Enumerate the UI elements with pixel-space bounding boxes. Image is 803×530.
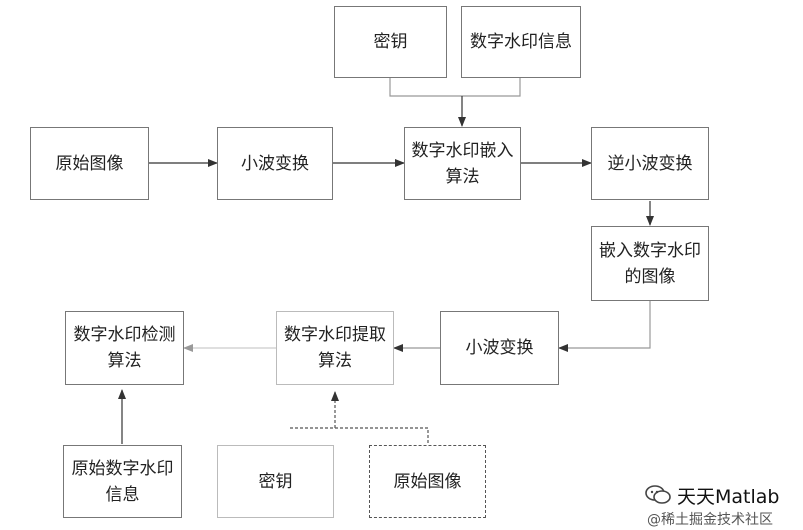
connector-key-merge bbox=[389, 78, 521, 97]
original-image-bottom-box: 原始图像 bbox=[369, 445, 486, 518]
chat-bubble-icon bbox=[645, 485, 671, 504]
embed-algorithm-box: 数字水印嵌入 算法 bbox=[404, 127, 521, 200]
watermark-info-box: 数字水印信息 bbox=[461, 6, 581, 78]
key-bottom-box: 密钥 bbox=[217, 445, 334, 518]
wavelet-transform-bottom-box: 小波变换 bbox=[440, 311, 559, 385]
source-watermark: 天天Matlab @稀土掘金技术社区 bbox=[645, 482, 803, 530]
key-top-box: 密钥 bbox=[334, 6, 447, 78]
watermarked-image-box: 嵌入数字水印 的图像 bbox=[591, 226, 709, 301]
original-image-box: 原始图像 bbox=[30, 127, 149, 200]
connector-bottom-merge bbox=[290, 427, 429, 445]
original-watermark-info-box: 原始数字水印 信息 bbox=[63, 445, 182, 518]
inverse-wavelet-box: 逆小波变换 bbox=[591, 127, 709, 200]
wavelet-transform-top-box: 小波变换 bbox=[217, 127, 333, 200]
detect-algorithm-box: 数字水印检测 算法 bbox=[65, 311, 184, 385]
extract-algorithm-box: 数字水印提取 算法 bbox=[276, 311, 394, 385]
arrow-watermarked-to-wavelet bbox=[558, 301, 651, 352]
watermark-subtitle: @稀土掘金技术社区 bbox=[647, 512, 773, 528]
watermark-title: 天天Matlab bbox=[677, 486, 780, 508]
